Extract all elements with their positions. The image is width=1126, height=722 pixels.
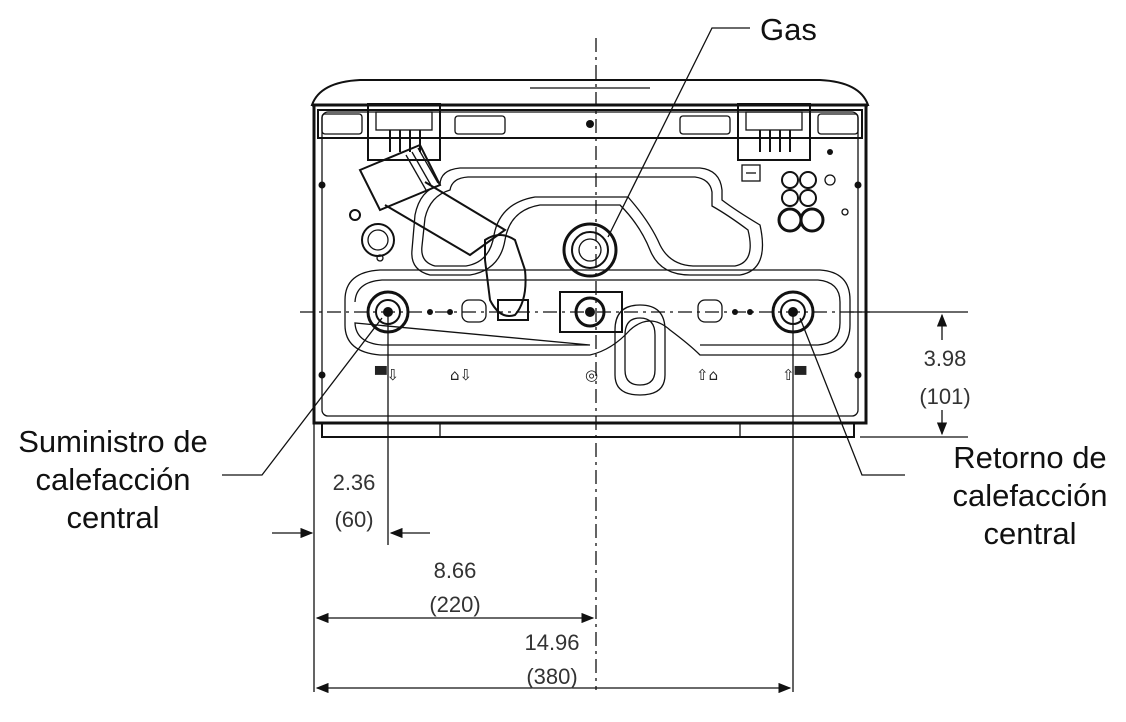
return-label-line-3: central: [983, 516, 1076, 551]
return-symbol: ⇧▀: [782, 365, 807, 384]
vertical-dim-mm: (101): [919, 384, 970, 409]
return-label-line-1: Retorno de: [953, 440, 1106, 475]
dhw-out-symbol: ⌂⇩: [450, 366, 472, 384]
total-dim-mm: (380): [526, 664, 577, 689]
left-dim-inches: 2.36: [333, 470, 376, 495]
supply-label-line-3: central: [66, 500, 159, 535]
gas-leader: [607, 27, 750, 238]
gas-hose: [358, 143, 529, 321]
supply-leader: [222, 317, 383, 476]
boiler-body: ▀⇩ ⌂⇩ ◎ ⇧⌂ ⇧▀: [310, 79, 870, 438]
center-dim-mm: (220): [429, 592, 480, 617]
right-clip: [737, 103, 811, 161]
gas-fitting: [562, 222, 618, 278]
gas-symbol: ◎: [585, 366, 598, 384]
left-dim-mm: (60): [334, 507, 373, 532]
return-leader: [799, 317, 905, 476]
left-clip: [367, 103, 441, 161]
gas-label: Gas: [760, 12, 817, 47]
return-label-line-2: calefacción: [952, 478, 1107, 513]
vertical-dim-inches: 3.98: [924, 346, 967, 371]
supply-label-line-1: Suministro de: [18, 424, 208, 459]
supply-symbol: ▀⇩: [374, 365, 399, 384]
supply-label-line-2: calefacción: [35, 462, 190, 497]
total-dim-inches: 14.96: [524, 630, 579, 655]
dhw-in-symbol: ⇧⌂: [696, 366, 718, 384]
center-dim-inches: 8.66: [434, 558, 477, 583]
